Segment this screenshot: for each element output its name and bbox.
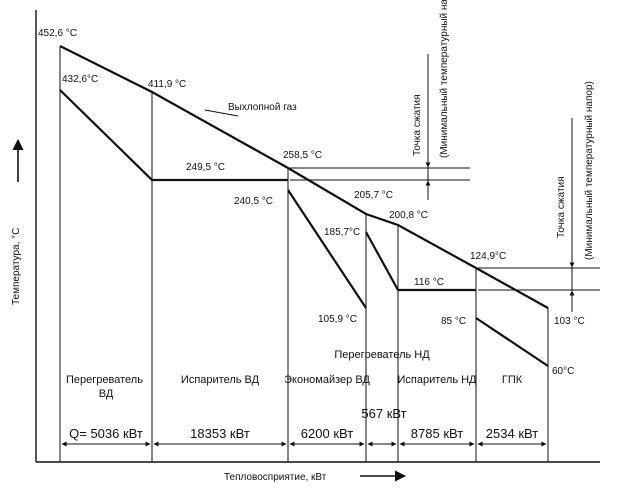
temp-hp-eco-in: 105,9 °C [318, 314, 357, 325]
exhaust-gas-leader [204, 109, 239, 117]
temp-gas-in: 452,6 °C [38, 28, 77, 39]
temperature-labels: 452,6 °C 432,6°C 411,9 °C 249,5 °C 258,5… [38, 28, 585, 377]
temp-gas-after-hp-sh: 411,9 °C [148, 79, 186, 90]
temp-lp-evap-sat: 116 °C [414, 277, 444, 288]
duty-hp-evaporator: 18353 кВт [190, 426, 250, 441]
duty-gpk: 2534 кВт [486, 426, 538, 441]
pinch-lp [478, 118, 600, 312]
hp-steam-line [59, 89, 288, 182]
duty-lp-evaporator: 8785 кВт [411, 426, 463, 441]
temp-hp-eco-out: 240,5 °C [234, 196, 273, 207]
duty-lp-superheater: 567 кВт [361, 406, 406, 421]
hp-economizer-line [287, 189, 367, 309]
temp-lp-sh-out: 185,7°C [324, 227, 360, 238]
exhaust-gas-label: Выхлопной газ [228, 102, 297, 113]
section-hp-superheater-name-text-line2: ВД [99, 388, 114, 400]
temp-hp-evap-sat: 249,5 °C [186, 162, 225, 173]
temp-steam-out: 432,6°C [62, 74, 98, 85]
section-hp-superheater-name-text: Перегреватель [66, 374, 143, 386]
pinch-lp-subtitle: (Минимальный температурный напор) [584, 81, 595, 260]
pinch-lp-title: Точка сжатия [556, 176, 567, 238]
section-lp-evaporator-name: Испаритель НД [397, 374, 477, 386]
pinch-hp [290, 54, 470, 200]
pinch-hp-subtitle-text: (Минимальный температурный напор) [439, 0, 450, 158]
x-axis-label: Тепловосприятие, кВт [224, 472, 327, 483]
section-dividers [59, 46, 549, 462]
temp-gas-after-hp-evap: 258,5 °C [283, 150, 322, 161]
section-hp-evaporator-name: Испаритель ВД [181, 374, 260, 386]
temp-gpk-in: 60°C [552, 366, 574, 377]
pinch-hp-subtitle: (Минимальный температурный напор) [439, 0, 450, 158]
lp-superheater-line [365, 231, 399, 291]
section-hp-economizer-name: Экономайзер ВД [284, 374, 370, 386]
section-hp-superheater-name: Перегреватель ВД [66, 374, 146, 400]
temp-gas-after-hp-eco: 205,7 °C [354, 190, 393, 201]
temp-gpk-out: 85 °C [441, 316, 466, 327]
section-lp-superheater-name: Перегреватель НД [334, 349, 430, 361]
duty-values: Q= 5036 кВт 18353 кВт 6200 кВт 567 кВт 8… [69, 406, 538, 441]
temp-gas-after-lp-evap: 124,9°C [470, 251, 506, 262]
exhaust-gas-line [59, 45, 549, 309]
axes [35, 10, 600, 463]
temp-gas-out: 103 °C [554, 316, 585, 327]
pinch-hp-title: Точка сжатия [412, 94, 423, 156]
section-gpk-name: ГПК [502, 374, 523, 386]
section-names: Перегреватель ВД Испаритель ВД Экономайз… [66, 349, 523, 400]
duty-hp-economizer: 6200 кВт [301, 426, 353, 441]
gpk-line [475, 317, 549, 367]
pinch-lp-subtitle-text: (Минимальный температурный напор) [584, 81, 595, 260]
duty-hp-superheater: Q= 5036 кВт [69, 426, 143, 441]
temp-gas-after-lp-sh: 200,8 °C [389, 210, 428, 221]
y-axis-label: Температура, °C [11, 228, 22, 305]
water-steam-line [59, 89, 549, 367]
